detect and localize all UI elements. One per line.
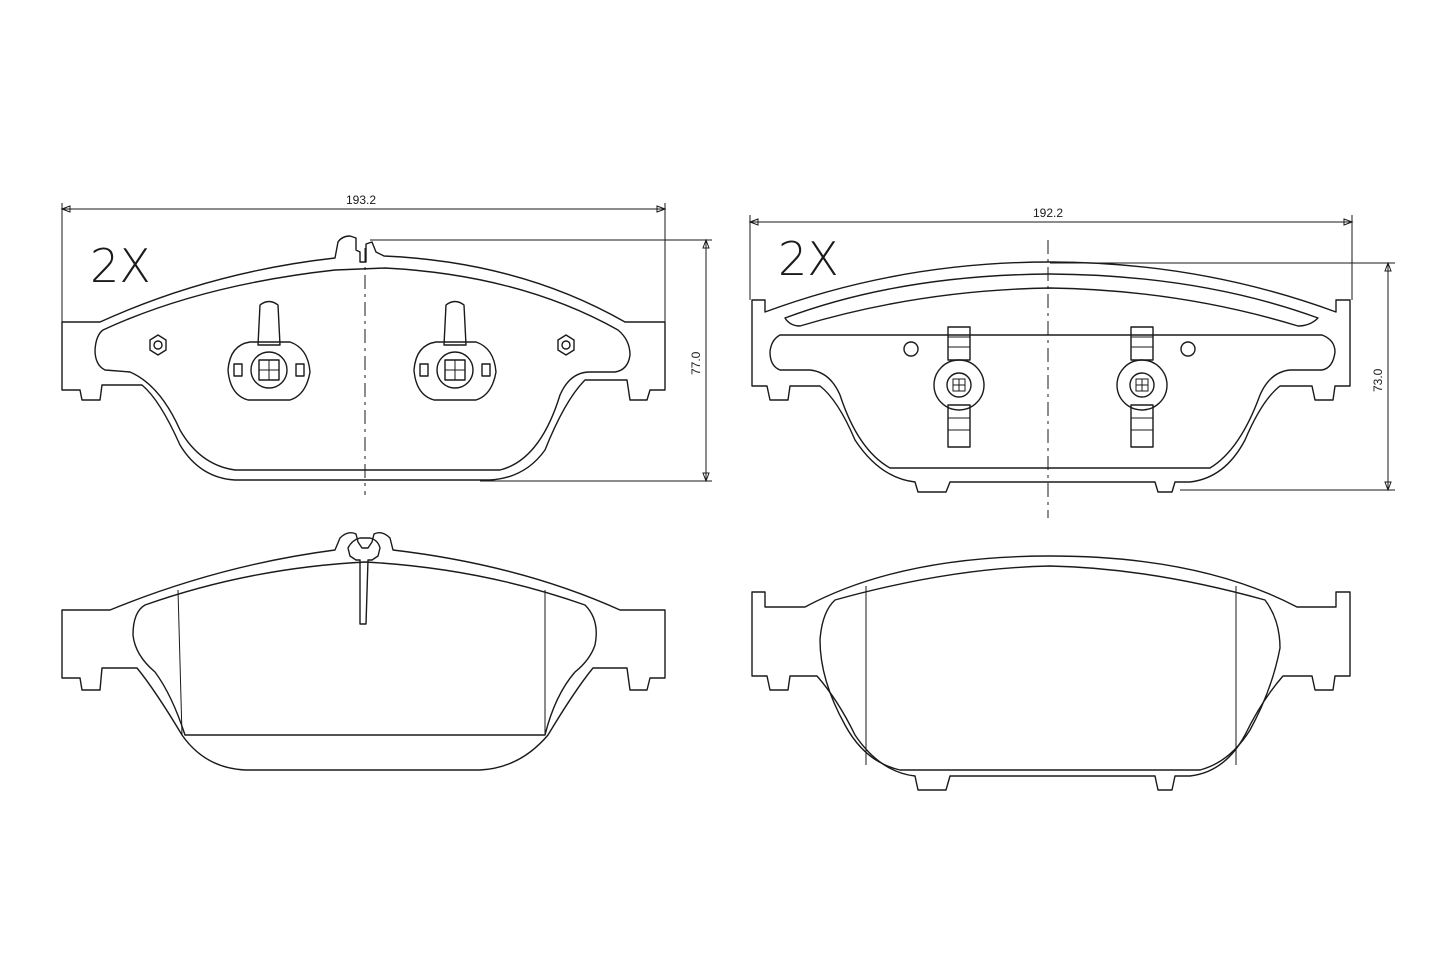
rivet-left-a [149,334,167,356]
clip-right-b [1116,326,1168,448]
rivet-right-a [903,341,919,357]
height-dimension-label: 77.0 [689,351,703,375]
backing-plate-edge [784,273,1319,327]
rivet-left-b [557,334,575,356]
pad-top-right: 192.2 73.0 2X [748,206,1395,518]
clip-left-b [413,300,497,401]
wear-indicator [347,537,381,625]
friction-view-outline [61,531,666,771]
pad-bottom-right [751,555,1351,791]
width-dimension-label: 193.2 [346,193,376,207]
height-dimension-right: 73.0 [1050,261,1395,492]
backing-plate-outline [61,235,666,481]
backing-plate-outline [751,261,1351,493]
chamfer-line-a [177,589,183,736]
pad-bottom-left [61,531,666,771]
height-dimension-left: 77.0 [370,238,712,483]
quantity-label: 2X [90,239,151,293]
pad-top-left: 193.2 77.0 2X [60,193,712,495]
clip-right-a [933,326,985,448]
clip-left-a [227,300,311,401]
width-dimension-label: 192.2 [1033,206,1063,220]
height-dimension-label: 73.0 [1371,368,1385,392]
rivet-right-b [1180,341,1196,357]
friction-view-outline [751,555,1351,791]
quantity-label: 2X [778,232,839,286]
width-dimension-left: 193.2 [60,193,667,322]
friction-material [819,565,1281,771]
backing-plate-inner [769,334,1336,469]
friction-material [132,561,597,736]
backing-plate-inner [94,267,631,471]
width-dimension-right: 192.2 [748,206,1354,300]
